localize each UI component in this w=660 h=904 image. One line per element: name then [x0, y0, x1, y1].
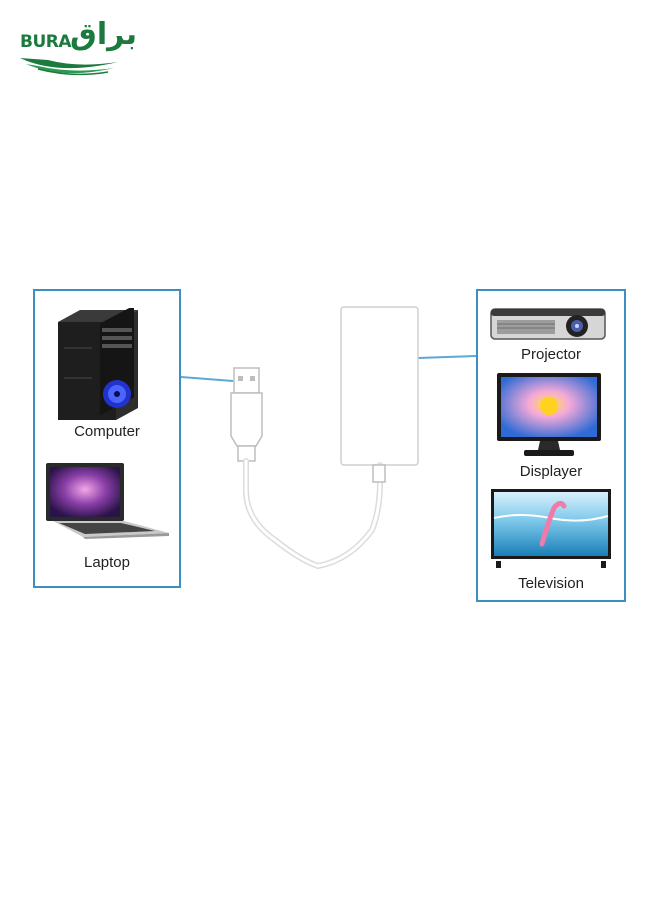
brand-logo-wing-icon [20, 58, 118, 76]
device-label-laptop: Laptop [84, 554, 130, 571]
output-devices-panel: Projector Displayer [476, 289, 626, 602]
device-label-computer: Computer [74, 423, 140, 440]
projector-icon [490, 308, 606, 340]
connector-line-source [180, 376, 234, 382]
adapter-cable-strain-relief [372, 464, 386, 483]
device-label-projector: Projector [520, 346, 582, 363]
device-label-television: Television [518, 575, 584, 592]
laptop-icon [46, 463, 169, 539]
connector-line-output [417, 355, 477, 359]
television-icon [491, 489, 611, 568]
brand-logo-arabic-text: براق [70, 17, 138, 52]
cable [243, 458, 383, 570]
device-label-displayer: Displayer [519, 463, 583, 480]
adapter-box [340, 306, 419, 466]
monitor-icon [497, 373, 601, 456]
brand-logo-latin-text: BURA [20, 32, 72, 52]
brand-logo: BURA براق [18, 18, 137, 76]
usb-plug-icon [230, 367, 263, 462]
desktop-tower-icon [58, 308, 138, 420]
source-devices-panel: Computer Laptop [33, 289, 181, 588]
